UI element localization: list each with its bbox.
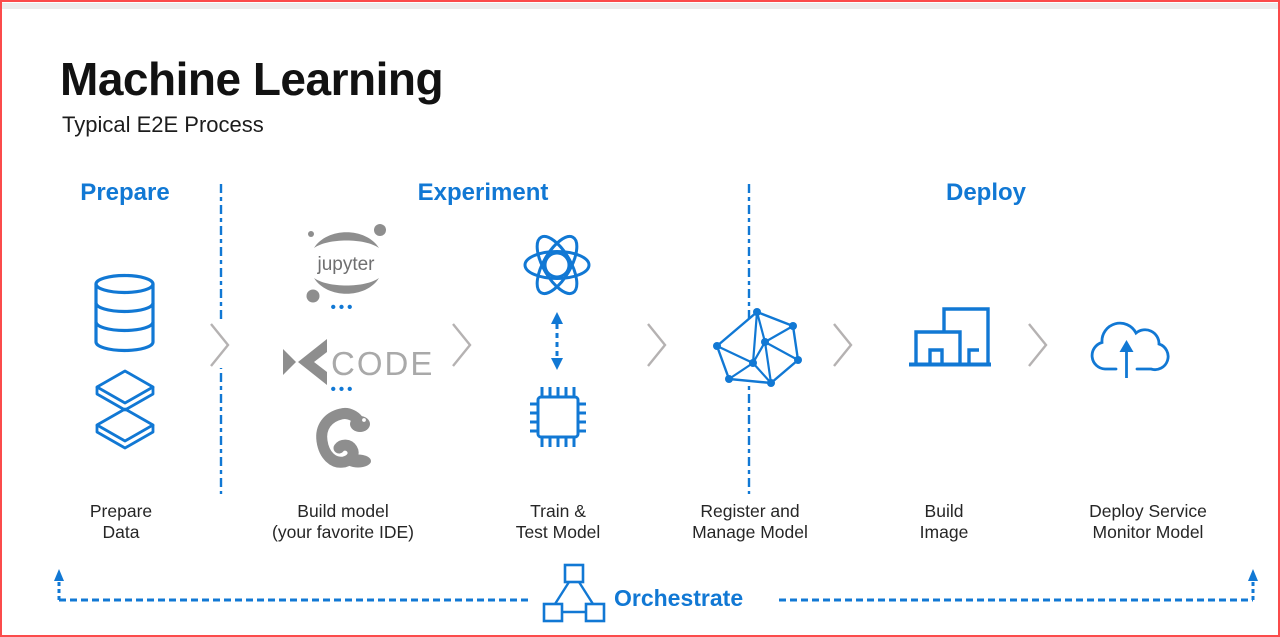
page-title: Machine Learning	[60, 53, 444, 105]
step-label-register-manage: Register and Manage Model	[692, 501, 808, 543]
step-label-build-image: Build Image	[920, 501, 969, 543]
label-line: Image	[919, 522, 969, 542]
phase-deploy: Deploy	[945, 179, 1027, 206]
flowchart-icon	[542, 563, 606, 623]
step-label-prepare-data: Prepare Data	[90, 501, 152, 543]
orchestrate-label: Orchestrate	[614, 585, 744, 611]
label-line: Test Model	[515, 522, 601, 542]
vscode-logo: CODE	[283, 339, 432, 385]
ellipsis-dots: •••	[330, 299, 356, 316]
phase-experiment: Experiment	[417, 179, 549, 206]
step-label-build-model: Build model (your favorite IDE)	[272, 501, 414, 543]
up-arrow-icon	[54, 569, 64, 581]
vscode-wordmark: CODE	[331, 345, 434, 382]
network-graph-icon	[713, 308, 802, 387]
orchestrate-line	[54, 569, 1258, 602]
step-label-train-test: Train & Test Model	[516, 501, 601, 543]
step-label-deploy-service: Deploy Service Monitor Model	[1089, 501, 1207, 543]
ellipsis-dots: •••	[330, 381, 356, 398]
chevron-right-icon	[450, 322, 474, 368]
label-line: Manage Model	[692, 522, 808, 542]
phase-prepare: Prepare	[80, 179, 170, 206]
jupyter-logo: jupyter	[306, 224, 386, 303]
label-line: Train &	[530, 501, 586, 521]
atom-icon	[523, 234, 591, 296]
label-line: Prepare	[89, 501, 153, 521]
database-icon	[94, 273, 155, 353]
cloud-upload-icon	[1090, 321, 1170, 378]
label-line: Deploy Service	[1089, 501, 1207, 521]
chevron-right-icon	[1026, 322, 1050, 368]
up-arrow-icon	[1248, 569, 1258, 581]
chip-icon	[530, 387, 586, 447]
label-line: Build	[924, 501, 964, 521]
label-line: Register and	[700, 501, 800, 521]
label-line: Monitor Model	[1092, 522, 1204, 542]
data-layers-icon	[95, 369, 155, 450]
label-line: Build model	[297, 501, 389, 521]
chevron-right-icon	[831, 322, 855, 368]
chevron-right-icon	[645, 322, 669, 368]
chevron-right-icon	[208, 322, 232, 368]
double-arrow-icon	[551, 312, 563, 370]
jupyter-wordmark: jupyter	[316, 254, 375, 275]
label-line: Data	[102, 522, 140, 542]
top-strip	[2, 3, 1278, 9]
python-logo	[316, 408, 371, 468]
label-line: (your favorite IDE)	[272, 522, 414, 542]
page-subtitle: Typical E2E Process	[62, 112, 264, 137]
buildings-icon	[909, 307, 991, 367]
